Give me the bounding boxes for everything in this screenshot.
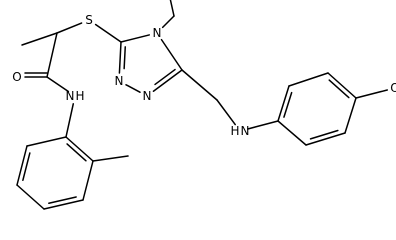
bond-c3-n2	[152, 69, 183, 92]
bond-ar2d-ar2e	[327, 72, 357, 99]
bond-ch-s	[56, 22, 83, 34]
bond-ar2c-ar2d	[344, 97, 357, 134]
atom-triazole-n1: N	[115, 74, 124, 88]
bond-c3-n2-inner	[154, 68, 176, 86]
bond-ar1f-ar1a	[26, 136, 67, 147]
bond-ar2b-ar2c-inner	[309, 129, 339, 140]
bond-ar1e-ar1f	[16, 145, 28, 186]
bond-ar2a-ar2b	[277, 120, 307, 146]
atom-amide-hydrogen: H	[75, 89, 84, 103]
bond-n1-c5	[118, 41, 122, 74]
bond-ar1c-ar1d-inner	[48, 196, 77, 205]
bond-ch2-nh2	[216, 99, 236, 126]
bond-ar1b-ar1c	[82, 160, 94, 201]
bond-s-c5	[94, 23, 122, 43]
bond-ar1a-ar1b-inner	[66, 143, 87, 162]
bond-ar1b-me2	[92, 155, 129, 162]
atom-amine-nitrogen: N	[241, 124, 250, 138]
bond-n4-c3	[160, 38, 183, 71]
bond-ar2b-ar2c	[305, 132, 346, 146]
bond-ar1d-ar1e	[16, 184, 45, 210]
bond-n2-n1	[125, 84, 141, 93]
atom-sulfur: S	[85, 13, 93, 27]
bond-ar1c-ar1d	[43, 199, 84, 210]
bond-ar1a-ar1b	[65, 136, 94, 162]
atom-amine-hydrogen: H	[230, 124, 239, 138]
atom-triazole-n2: N	[143, 89, 152, 103]
bonds	[16, 0, 389, 210]
atom-amide-nitrogen: N	[66, 89, 75, 103]
atom-methoxy-oxygen: O	[390, 81, 396, 95]
bond-c5-n4	[120, 34, 150, 43]
atom-carbonyl-oxygen: O	[12, 70, 21, 84]
bond-nh2-ar2a	[246, 120, 279, 130]
bond-ar2f-ar2a-inner	[283, 91, 293, 118]
bond-ar2d-ar2e-inner	[328, 79, 350, 99]
bond-et1-et2	[169, 0, 175, 17]
bond-nh_am-ar1a	[65, 103, 75, 138]
bond-c3-ch2	[181, 69, 218, 101]
bond-co-nh_am	[46, 76, 70, 93]
bond-ar1e-ar1f-inner	[22, 152, 31, 182]
bond-ar2e-ar2f	[288, 72, 329, 87]
atom-triazole-n4: N	[153, 26, 162, 40]
bond-ar2d-om	[355, 89, 389, 99]
bond-ar2f-ar2a	[277, 85, 290, 122]
bond-ch-me1	[21, 32, 58, 46]
bond-ch-co	[46, 32, 58, 78]
bond-n1-c5-inner	[123, 46, 127, 70]
bond-n4-et1	[161, 15, 175, 29]
